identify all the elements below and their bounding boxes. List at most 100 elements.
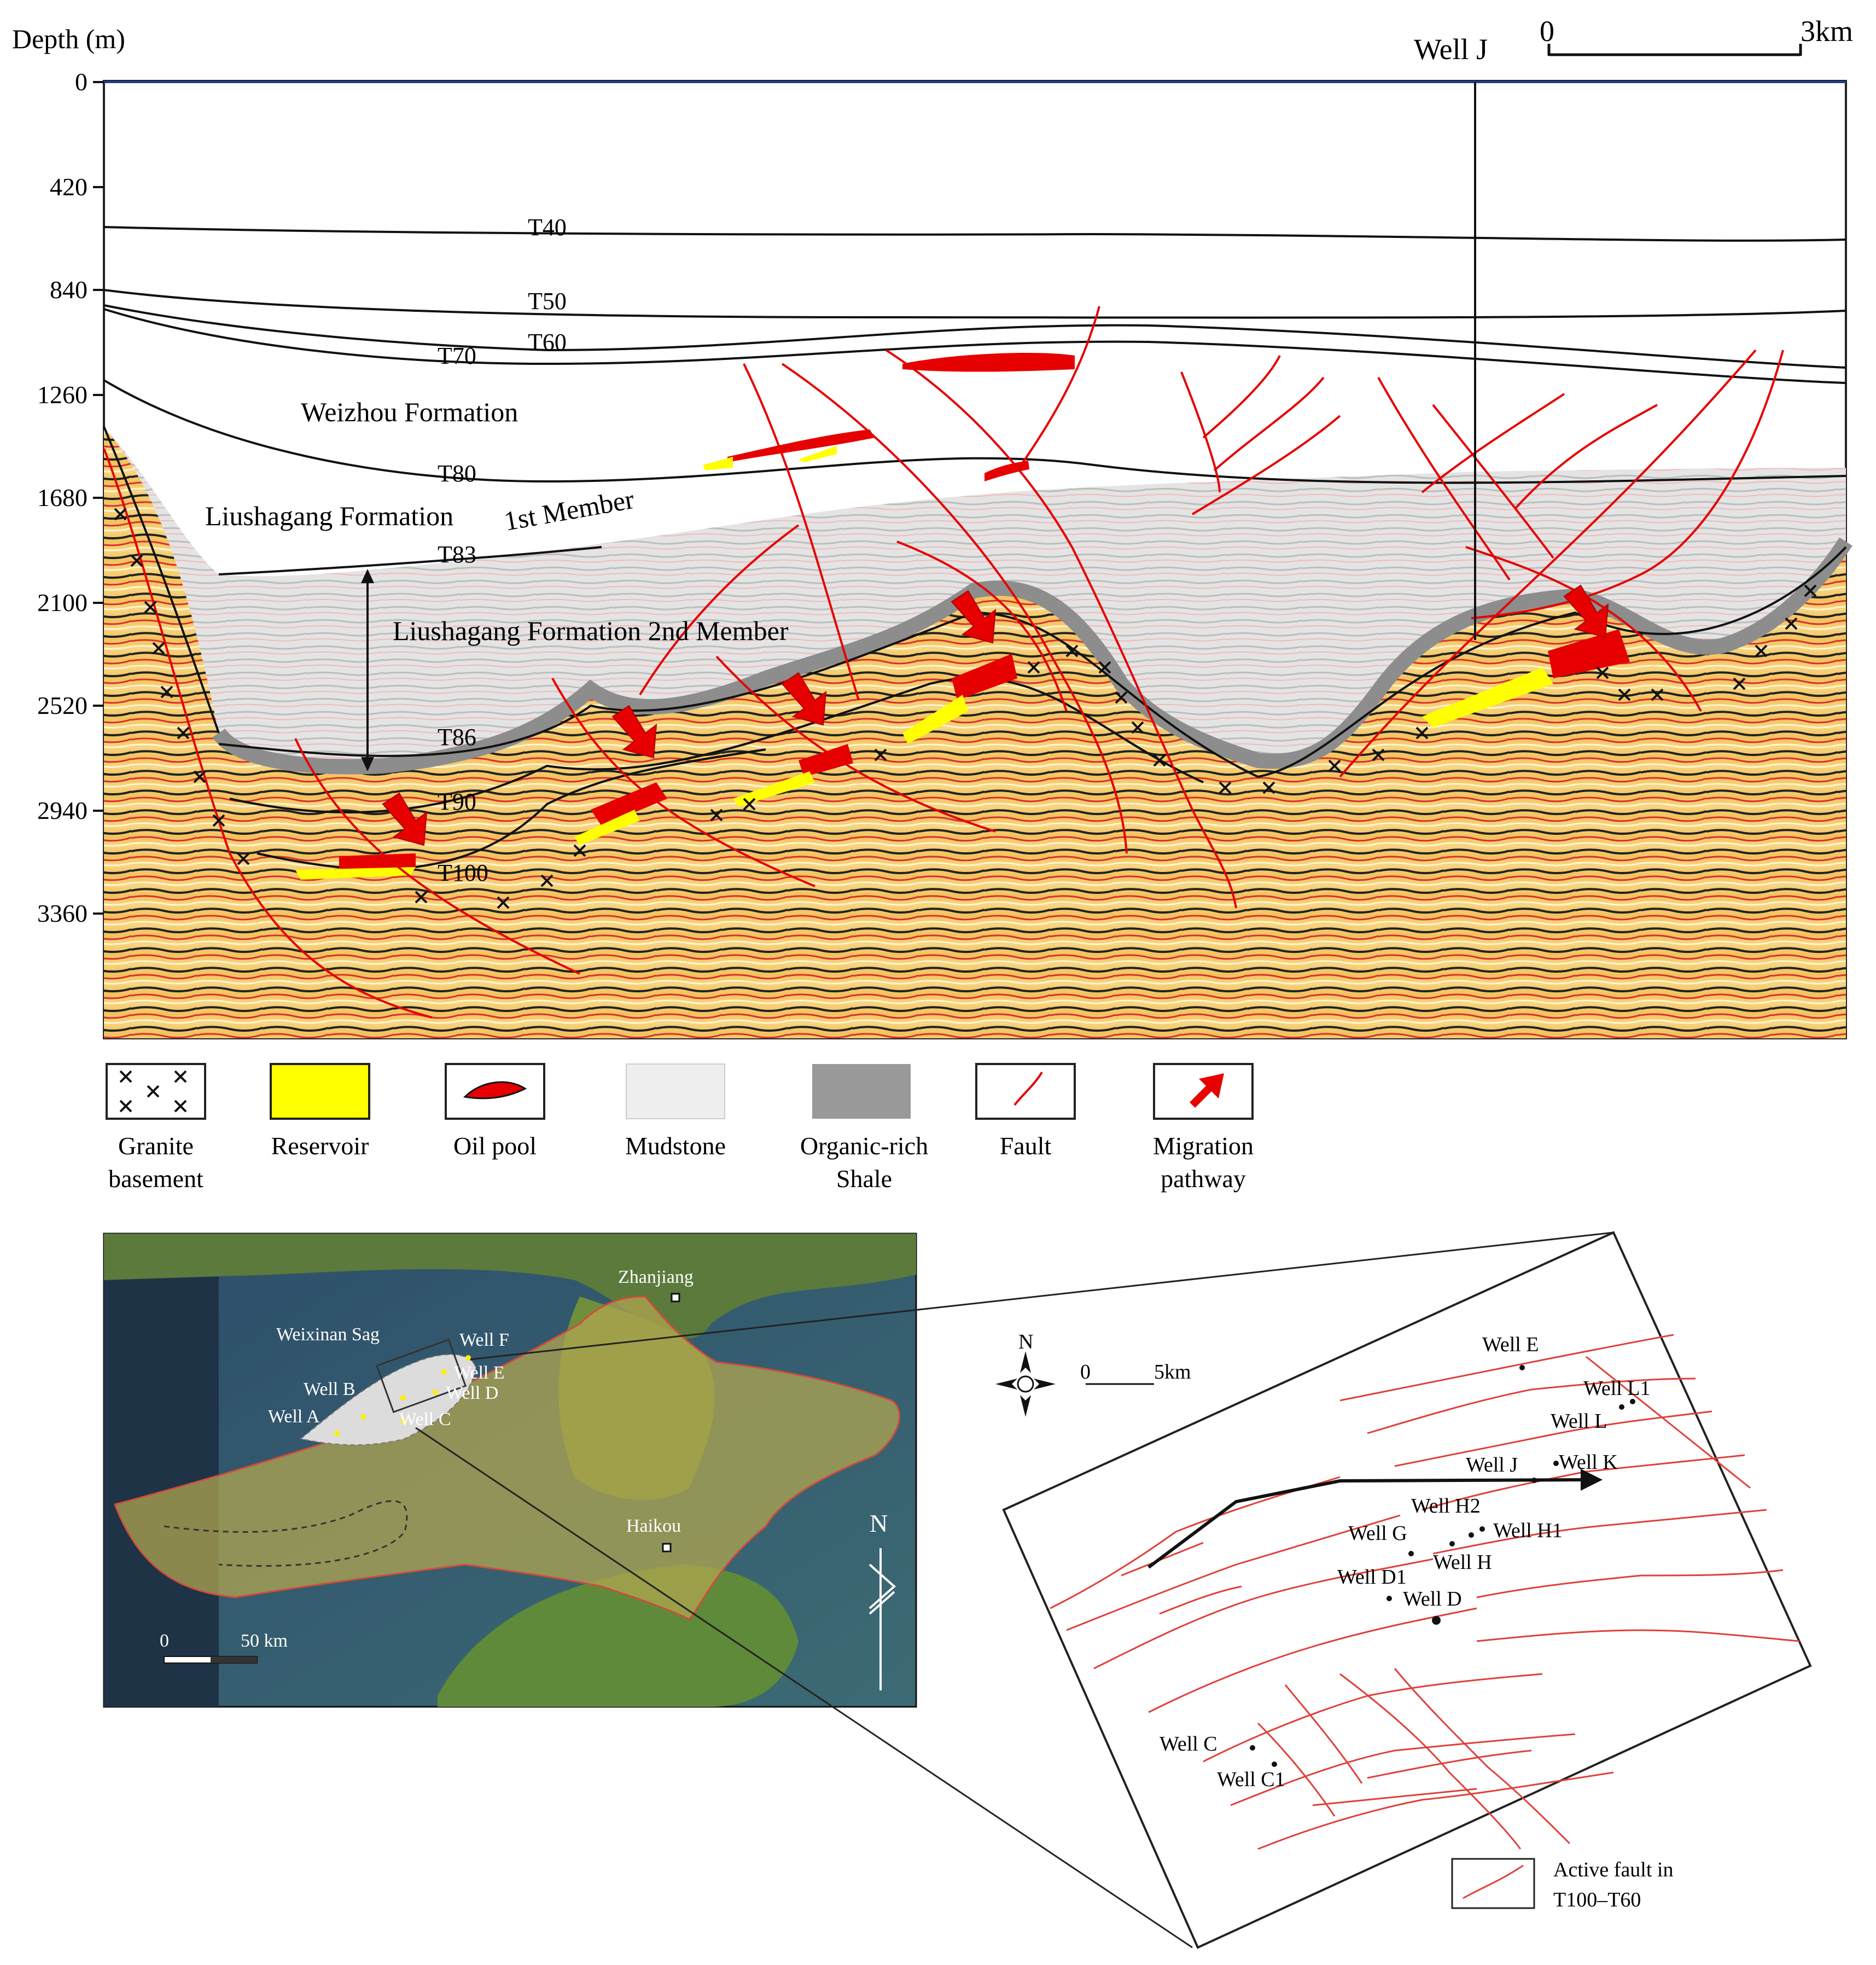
migration-arrow-icon bbox=[1190, 1073, 1224, 1108]
sag-label: Weixinan Sag bbox=[276, 1324, 380, 1345]
mudstone-band bbox=[104, 427, 1846, 767]
depth-tick-label: 1680 bbox=[37, 484, 88, 511]
well-label: Well F bbox=[459, 1330, 509, 1350]
legend-item-migration: Migration pathway bbox=[1153, 1063, 1254, 1193]
horizon-lines bbox=[103, 226, 1847, 870]
horizon-label-t90: T90 bbox=[438, 788, 476, 815]
well-label: Well D bbox=[446, 1383, 498, 1403]
horizon-label-t80: T80 bbox=[438, 460, 476, 487]
well-j-label: Well J bbox=[1414, 33, 1488, 66]
depth-tick-label: 1260 bbox=[37, 381, 88, 409]
depth-tick-label: 840 bbox=[50, 276, 88, 304]
well-label: Well H1 bbox=[1493, 1519, 1563, 1542]
reservoir bbox=[799, 446, 837, 462]
fault bbox=[743, 363, 860, 701]
horizon-labels: T40 T50 T60 T70 T80 T83 T86 T90 T100 bbox=[438, 214, 567, 886]
detail-map: N 0 5km Well E Well L1 Well L Well J We bbox=[995, 1231, 1812, 1949]
granite-x-icon bbox=[119, 1070, 187, 1113]
horizon-label-t83: T83 bbox=[438, 541, 476, 568]
legend-label: Oil pool bbox=[453, 1132, 537, 1160]
reservoir bbox=[733, 771, 815, 807]
well-label: Well B bbox=[304, 1379, 356, 1399]
well-label: Well L1 bbox=[1583, 1377, 1651, 1400]
thickness-arrow-bottom bbox=[361, 757, 374, 771]
horizon-t80 bbox=[103, 379, 1846, 484]
legend-item-reservoir: Reservoir bbox=[270, 1063, 370, 1160]
fault bbox=[1471, 350, 1784, 619]
shale-swatch bbox=[812, 1064, 911, 1119]
reservoirs bbox=[295, 446, 1553, 880]
depth-axis-title: Depth (m) bbox=[12, 24, 125, 54]
formation-liushagang: Liushagang Formation bbox=[205, 501, 453, 531]
well-label: Well D1 bbox=[1337, 1566, 1407, 1589]
legend-label: basement bbox=[108, 1165, 203, 1193]
oil-pool bbox=[591, 782, 667, 826]
well-label: Well C bbox=[1160, 1733, 1217, 1755]
seismic-basin-fill bbox=[104, 427, 1846, 1038]
horizon-t60 bbox=[103, 304, 1846, 369]
fault bbox=[1377, 377, 1511, 581]
well-label: Well D bbox=[1403, 1588, 1462, 1611]
fault bbox=[715, 655, 996, 833]
detail-wells bbox=[1250, 1365, 1635, 1767]
thickness-arrow-top bbox=[361, 569, 374, 583]
fault bbox=[1514, 404, 1658, 510]
migration-arrow bbox=[781, 672, 827, 726]
oil-pool bbox=[952, 654, 1017, 700]
reservoir bbox=[703, 457, 733, 470]
depth-tick-label: 0 bbox=[75, 68, 88, 96]
legend-label: Organic-rich bbox=[800, 1132, 928, 1160]
city-marker bbox=[662, 1543, 672, 1553]
formation-weizhou: Weizhou Formation bbox=[301, 397, 518, 427]
granite-marks bbox=[114, 508, 1817, 909]
city-label-zhanjiang: Zhanjiang bbox=[618, 1267, 694, 1287]
fault bbox=[1339, 349, 1757, 778]
legend-item-granite: Granite basement bbox=[106, 1063, 206, 1193]
well-label: Well K bbox=[1559, 1451, 1618, 1474]
map-scale-bar-half bbox=[211, 1656, 257, 1663]
migration-arrow bbox=[382, 792, 428, 846]
legend-label: Reservoir bbox=[271, 1132, 369, 1160]
legend-item-mudstone: Mudstone bbox=[625, 1063, 726, 1160]
well-label: Well E bbox=[454, 1363, 505, 1383]
depth-tick-label: 2100 bbox=[37, 589, 88, 617]
migration-trend-arrowhead bbox=[1581, 1469, 1603, 1491]
sag-box bbox=[375, 1338, 467, 1414]
compass-icon bbox=[995, 1351, 1056, 1417]
land-north bbox=[104, 1234, 916, 1339]
horizon-t50 bbox=[103, 289, 1846, 319]
oil-pool bbox=[902, 353, 1075, 372]
well-label: Well G bbox=[1348, 1522, 1407, 1545]
fault-legend-label: Active fault in bbox=[1553, 1858, 1673, 1881]
horizon-t83 bbox=[103, 426, 602, 734]
well-label: Well C bbox=[399, 1409, 451, 1429]
connector-line bbox=[415, 1427, 1193, 1949]
city-label-haikou: Haikou bbox=[626, 1516, 681, 1536]
well-label: Well A bbox=[268, 1406, 320, 1427]
basin-outline bbox=[113, 1295, 900, 1620]
fault bbox=[1432, 404, 1554, 559]
migration-trend-line bbox=[1147, 1478, 1587, 1569]
fault bbox=[1202, 355, 1281, 439]
depth-tick-label: 2520 bbox=[37, 691, 88, 719]
oil-pools bbox=[339, 353, 1630, 870]
legend-label: Fault bbox=[1000, 1132, 1052, 1160]
fault bbox=[896, 540, 1068, 712]
fault-line-icon bbox=[1013, 1071, 1043, 1106]
north-arrow-icon bbox=[869, 1548, 896, 1690]
well-label: Well J bbox=[1466, 1454, 1518, 1476]
fault bbox=[103, 448, 433, 1019]
horizon-label-t100: T100 bbox=[438, 859, 488, 886]
horizon-t70 bbox=[103, 308, 1846, 384]
migration-arrow bbox=[611, 705, 657, 759]
formation-liushagang2: Liushagang Formation 2nd Member bbox=[393, 615, 789, 646]
horizon-label-t60: T60 bbox=[528, 329, 567, 356]
oil-pool bbox=[1548, 629, 1630, 678]
regional-wells bbox=[334, 1355, 471, 1436]
detail-scale-0: 0 bbox=[1080, 1361, 1091, 1383]
horizon-label-t50: T50 bbox=[528, 288, 567, 315]
oil-pool bbox=[727, 429, 875, 462]
fault bbox=[1421, 393, 1565, 493]
depth-tick-label: 3360 bbox=[37, 899, 88, 927]
